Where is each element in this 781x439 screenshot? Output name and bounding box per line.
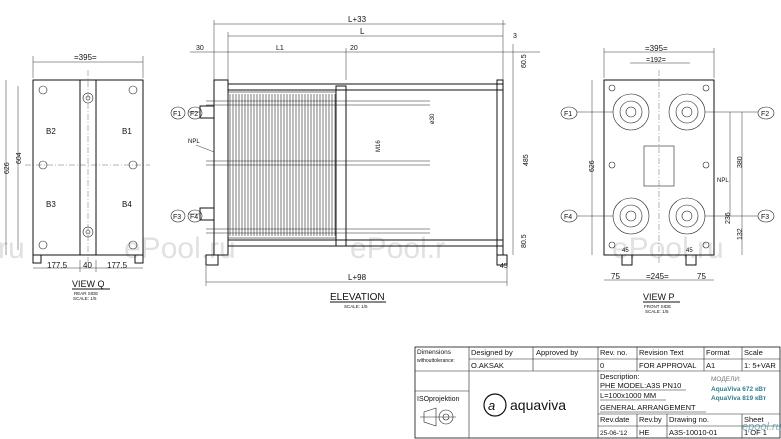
tb-description-line-2: L=100x1000 MM bbox=[600, 391, 656, 400]
front-inner-dim: =192= bbox=[646, 57, 666, 64]
tb-designed-by: O.AKSAK bbox=[471, 361, 504, 370]
elev-dim-60-5: 60.5 bbox=[521, 54, 528, 68]
rear-width-dim: =395= bbox=[74, 53, 97, 62]
rear-port-b1: B1 bbox=[122, 127, 132, 136]
elev-dim-485: 485 bbox=[523, 154, 530, 166]
elev-dim-l1: L1 bbox=[276, 45, 284, 52]
svg-text:a: a bbox=[488, 398, 495, 413]
front-view-subtitle-1: FRONT SIDE bbox=[644, 304, 671, 309]
rear-port-b3: B3 bbox=[46, 200, 56, 209]
front-view-subtitle-2: SCALE: 1/5 bbox=[645, 309, 669, 314]
elev-m16: M16 bbox=[376, 140, 382, 152]
tb-logo-text: aquaviva bbox=[510, 397, 566, 413]
tb-approved-by-label: Approved by bbox=[536, 348, 578, 357]
tb-revision-text: FOR APPROVAL bbox=[639, 361, 696, 370]
elevation-subtitle: SCALE: 1/5 bbox=[344, 304, 368, 309]
elev-dim-80-5: 80.5 bbox=[521, 234, 528, 248]
tb-format: A1 bbox=[706, 361, 715, 370]
tb-drawing-no: A3S-10010-01 bbox=[669, 428, 717, 437]
tb-rev-date-label: Rev.date bbox=[600, 415, 629, 424]
elev-phi30: ø30 bbox=[430, 113, 436, 124]
tb-stamp: epool.ru bbox=[742, 421, 781, 433]
elev-top-dim: L+33 bbox=[348, 15, 367, 24]
tb-rev-no-label: Rev. no. bbox=[600, 348, 627, 357]
front-npl-label: NPL bbox=[717, 178, 729, 184]
tb-tolerance-label: withouttolerance: bbox=[417, 358, 455, 364]
elev-port-f4: F4 bbox=[190, 214, 198, 221]
rear-view-subtitle-1: REAR SIDE bbox=[74, 291, 98, 296]
front-dim-236: 236 bbox=[725, 212, 732, 224]
tb-rev-by: HE bbox=[639, 428, 649, 437]
elev-port-f3: F3 bbox=[173, 214, 181, 221]
watermark-4: ePool.ru bbox=[612, 232, 724, 265]
front-dim-380: 380 bbox=[737, 156, 744, 168]
tb-sheet-label: Sheet bbox=[744, 415, 765, 424]
projection-symbol-icon bbox=[420, 407, 456, 427]
tb-model-2: AquaViva 819 кВт bbox=[711, 395, 766, 402]
front-bottom-dim-3: 75 bbox=[697, 272, 706, 281]
tb-scale-label: Scale bbox=[744, 348, 763, 357]
rear-view-title: VIEW Q bbox=[72, 279, 105, 289]
tb-dimensions-label: Dimensions bbox=[417, 349, 452, 356]
tb-rev-by-label: Rev.by bbox=[639, 415, 662, 424]
title-block: Dimensions withouttolerance: Designed by… bbox=[414, 346, 781, 439]
front-view-title: VIEW P bbox=[643, 292, 675, 302]
elevation-title: ELEVATION bbox=[330, 292, 385, 303]
elev-dim-30: 30 bbox=[196, 45, 204, 52]
rear-bottom-dim-1: 177.5 bbox=[47, 261, 68, 270]
elevation-view: L+33 L 3 30 L1 20 60.5 485 80.5 bbox=[170, 15, 540, 309]
tb-scale: 1: 5+VAR bbox=[744, 361, 776, 370]
front-dim-132: 132 bbox=[737, 228, 744, 240]
tb-description-label: Description: bbox=[600, 372, 640, 381]
elev-port-f1: F1 bbox=[173, 111, 181, 118]
front-port-f4: F4 bbox=[564, 214, 572, 221]
tb-sheet: 1 OF 1 bbox=[744, 428, 767, 437]
elev-dim-45: 45 bbox=[500, 263, 508, 270]
elev-dim-3: 3 bbox=[513, 33, 517, 40]
tb-models-label: МОДЕЛИ: bbox=[711, 376, 741, 383]
rear-port-b2: B2 bbox=[46, 127, 56, 136]
rear-view-subtitle-2: SCALE: 1/5 bbox=[73, 296, 97, 301]
elev-dim-20: 20 bbox=[350, 45, 358, 52]
elev-bottom-dim: L+98 bbox=[348, 273, 367, 282]
tb-rev-no: 0 bbox=[600, 361, 604, 370]
front-dim-45-left: 45 bbox=[622, 248, 629, 254]
tb-projection-label: ISOprojektion bbox=[417, 396, 460, 403]
watermark-1: ru bbox=[0, 232, 25, 265]
tb-designed-by-label: Designed by bbox=[471, 348, 513, 357]
front-port-f2: F2 bbox=[761, 111, 769, 118]
rear-height-626: 626 bbox=[4, 162, 11, 174]
tb-model-1: AquaViva 672 кВт bbox=[711, 386, 766, 393]
elev-npl-label: NPL bbox=[188, 139, 200, 145]
watermark-3: ePool.r bbox=[350, 232, 445, 265]
tb-revision-text-label: Revision Text bbox=[639, 348, 684, 357]
front-width-dim: =395= bbox=[645, 44, 668, 53]
front-view: =395= =192= 626 F1 F2 bbox=[560, 44, 775, 314]
front-bottom-dim-2: =245= bbox=[646, 272, 669, 281]
aquaviva-logo: a aquaviva bbox=[483, 393, 566, 417]
elev-port-f2: F2 bbox=[190, 111, 198, 118]
watermark-2: ePool.ru bbox=[124, 232, 236, 265]
front-dim-45-right: 45 bbox=[686, 248, 693, 254]
rear-view: =395= 626 604 B2 B1 B3 B4 177.5 40 177. bbox=[4, 53, 150, 301]
rear-bottom-dim-2: 40 bbox=[83, 261, 92, 270]
rear-bottom-dim-3: 177.5 bbox=[107, 261, 128, 270]
front-port-f3: F3 bbox=[761, 214, 769, 221]
front-height-dim: 626 bbox=[589, 160, 596, 172]
tb-drawing-no-label: Drawing no. bbox=[669, 415, 709, 424]
front-bottom-dim-1: 75 bbox=[611, 272, 620, 281]
tb-description-line-1: PHE MODEL:A3S PN10 bbox=[600, 381, 681, 390]
front-port-f1: F1 bbox=[564, 111, 572, 118]
rear-height-604: 604 bbox=[16, 152, 23, 164]
elev-dim-l: L bbox=[360, 27, 365, 36]
tb-description-line-3: GENERAL ARRANGEMENT bbox=[600, 403, 696, 412]
rear-port-b4: B4 bbox=[122, 200, 132, 209]
tb-rev-date: 25-06-'12 bbox=[600, 430, 628, 437]
tb-format-label: Format bbox=[706, 348, 731, 357]
